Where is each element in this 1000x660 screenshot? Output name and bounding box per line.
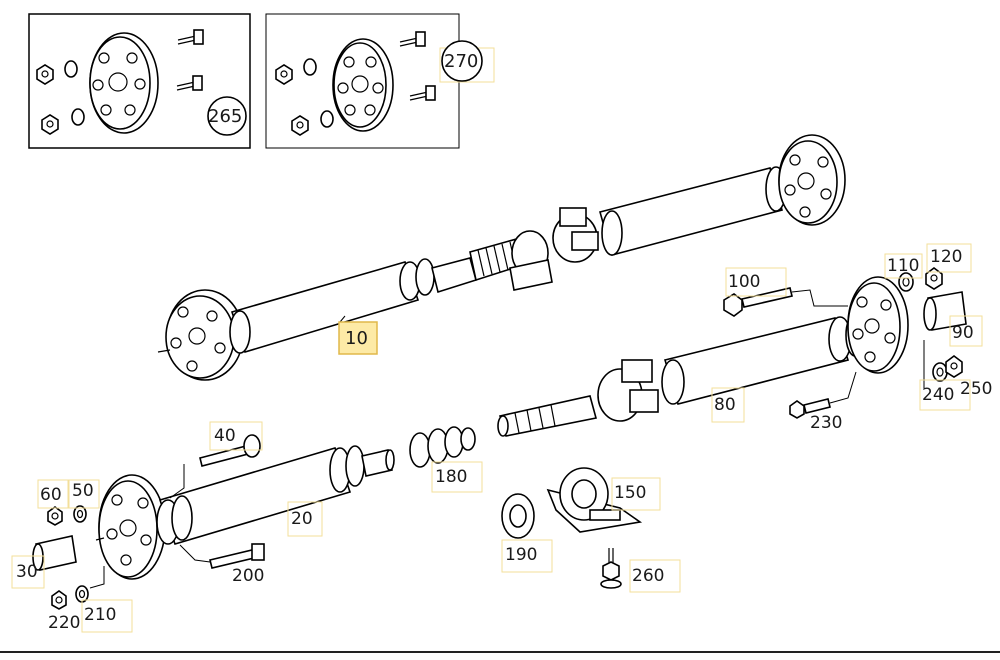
washer-110: 110 (884, 253, 923, 292)
label-80: 80 (714, 395, 736, 415)
nut-60: 60 (37, 479, 69, 526)
label-180: 180 (435, 467, 467, 487)
label-10-highlight[interactable]: 10 (338, 321, 378, 355)
label-200: 200 (232, 566, 264, 586)
washer-240: 240 (919, 340, 971, 411)
sleeve-30: 30 (11, 535, 77, 589)
bolt-200: 200 (179, 543, 265, 586)
boot-180: 180 (409, 426, 483, 493)
label-30: 30 (16, 562, 38, 582)
label-250: 250 (960, 379, 992, 399)
label-110: 110 (887, 256, 919, 276)
label-50: 50 (72, 481, 94, 501)
propeller-shaft-assembly (157, 134, 846, 381)
label-260: 260 (632, 566, 664, 586)
label-240: 240 (922, 385, 954, 405)
bolt-100: 100 (723, 267, 848, 317)
sleeve-90: 90 (923, 291, 983, 347)
label-20: 20 (291, 509, 313, 529)
label-40: 40 (214, 426, 236, 446)
washer-50: 50 (68, 479, 100, 523)
label-210: 210 (84, 605, 116, 625)
label-100: 100 (728, 272, 760, 292)
label-90: 90 (952, 323, 974, 343)
inset-265: 265 (28, 13, 251, 149)
label-60: 60 (40, 485, 62, 505)
nut-220: 220 (48, 590, 80, 633)
label-270: 270 (444, 51, 478, 72)
label-220: 220 (48, 613, 80, 633)
inset-270: 270 (265, 13, 495, 149)
label-190: 190 (505, 545, 537, 565)
bolt-230: 230 (789, 371, 857, 433)
washer-210: 210 (75, 566, 133, 633)
front-shaft-20 (95, 445, 395, 580)
bolt-40: 40 (169, 421, 263, 499)
label-120: 120 (930, 247, 962, 267)
label-150: 150 (614, 483, 646, 503)
bearing-190: 190 (501, 493, 553, 573)
nut-120: 120 (925, 243, 972, 290)
label-10[interactable]: 10 (345, 328, 368, 349)
nut-250: 250 (945, 355, 992, 399)
carrier-bearing-150: 150 (546, 467, 661, 533)
label-230: 230 (810, 413, 842, 433)
bolt-260: 260 (600, 548, 681, 593)
label-265: 265 (208, 106, 242, 127)
rear-shaft-80 (497, 276, 909, 437)
